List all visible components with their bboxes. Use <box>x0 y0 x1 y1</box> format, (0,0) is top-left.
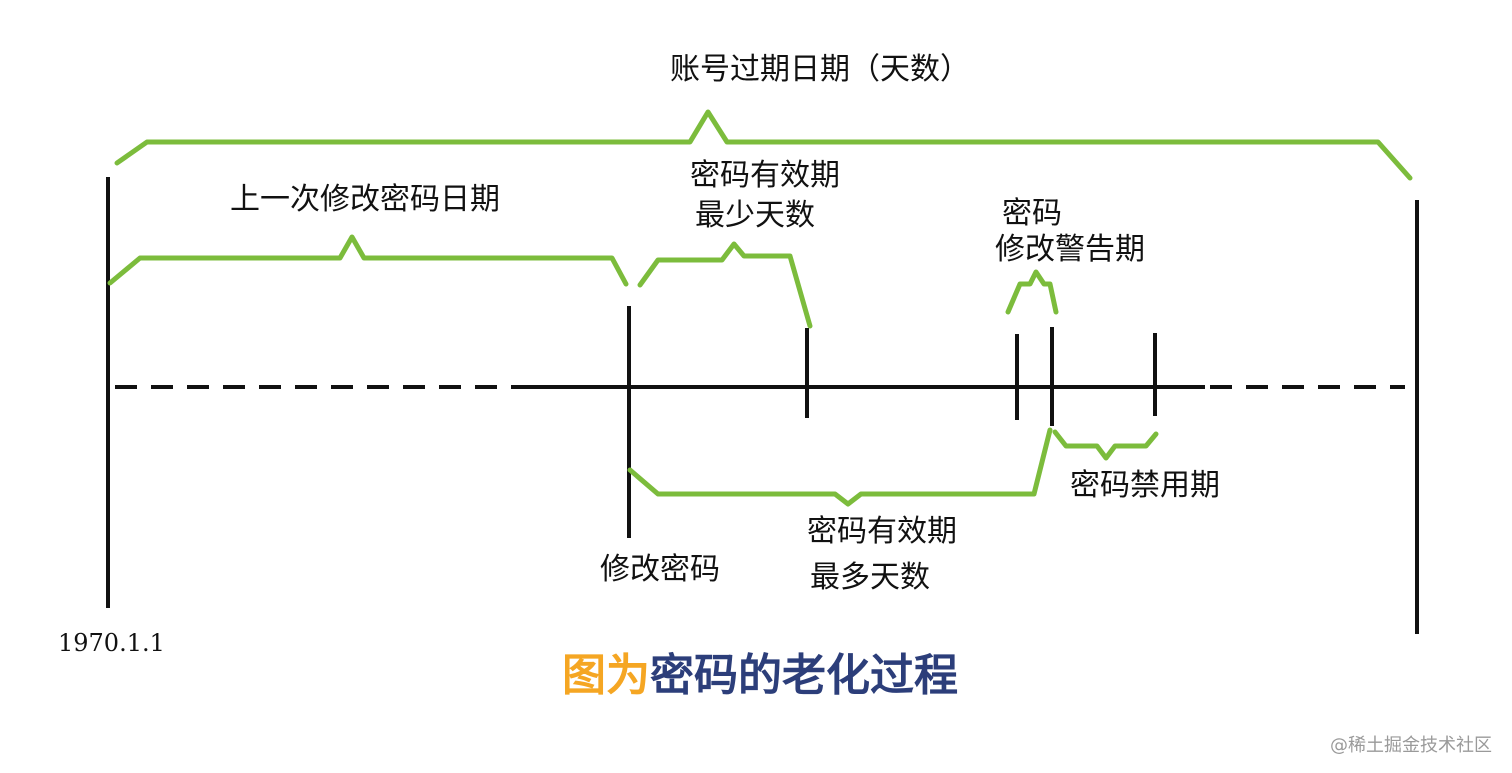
min-days-label-line1: 密码有效期 <box>690 158 840 193</box>
figure-caption: 图为密码的老化过程 <box>562 648 958 704</box>
caption-prefix: 图为 <box>562 650 650 701</box>
caption-title: 密码的老化过程 <box>650 650 958 701</box>
min-days-label-line2: 最少天数 <box>695 198 815 233</box>
inactive-brace <box>1052 429 1159 461</box>
warn-label-line2: 修改警告期 <box>995 232 1145 267</box>
watermark: @稀土掘金技术社区 <box>1330 735 1492 756</box>
last-change-label: 上一次修改密码日期 <box>230 182 500 217</box>
max-days-label-line2: 最多天数 <box>810 560 930 595</box>
warn-brace <box>1005 269 1059 315</box>
inactive-label: 密码禁用期 <box>1070 468 1220 503</box>
account-expiry-brace <box>114 109 1413 181</box>
min-days-brace <box>637 241 813 329</box>
max-days-label-line1: 密码有效期 <box>807 514 957 549</box>
warn-label-line1: 密码 <box>1002 196 1062 231</box>
last-change-brace <box>107 234 629 287</box>
account-expiry-label: 账号过期日期（天数） <box>670 52 970 87</box>
change-password-label: 修改密码 <box>600 552 720 587</box>
max-days-brace <box>627 427 1053 507</box>
epoch-label: 1970.1.1 <box>58 629 165 657</box>
